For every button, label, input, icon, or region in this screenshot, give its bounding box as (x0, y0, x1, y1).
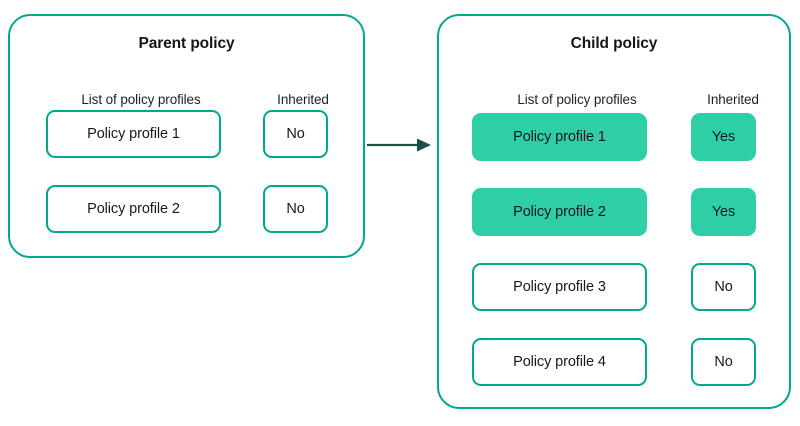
child-policy-profile-chip[interactable]: Policy profile 2 (472, 188, 647, 236)
parent-column-header-inherited: Inherited (277, 92, 329, 107)
parent-inherited-chip[interactable]: No (263, 110, 328, 158)
arrow-right-icon (366, 131, 434, 159)
parent-policy-profile-chip[interactable]: Policy profile 2 (46, 185, 221, 233)
child-inherited-chip[interactable]: Yes (691, 113, 756, 161)
child-policy-profile-chip[interactable]: Policy profile 1 (472, 113, 647, 161)
arrow-right-glyph (367, 138, 431, 152)
child-policy-panel: Child policy List of policy profiles Inh… (437, 14, 791, 409)
child-policy-title: Child policy (570, 35, 658, 52)
child-inherited-chip[interactable]: No (691, 338, 756, 386)
child-inherited-chip[interactable]: Yes (691, 188, 756, 236)
parent-inherited-chip[interactable]: No (263, 185, 328, 233)
parent-policy-title: Parent policy (138, 35, 235, 52)
child-column-header-profiles: List of policy profiles (517, 92, 637, 107)
parent-column-header-profiles: List of policy profiles (81, 92, 201, 107)
child-column-header-inherited: Inherited (707, 92, 759, 107)
child-inherited-chip[interactable]: No (691, 263, 756, 311)
parent-policy-panel: Parent policy List of policy profiles In… (8, 14, 365, 258)
child-policy-profile-chip[interactable]: Policy profile 4 (472, 338, 647, 386)
child-policy-profile-chip[interactable]: Policy profile 3 (472, 263, 647, 311)
parent-policy-profile-chip[interactable]: Policy profile 1 (46, 110, 221, 158)
